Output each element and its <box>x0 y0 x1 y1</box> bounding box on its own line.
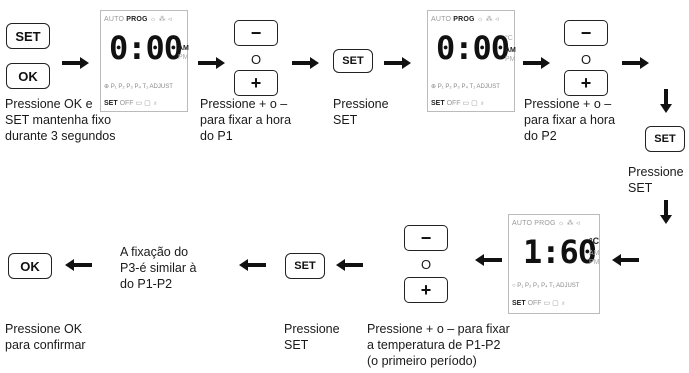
caption-step8: A fixação do P3-é similar à do P1-P2 <box>120 245 197 291</box>
or-label: O <box>580 52 592 67</box>
caption-step3: Pressione SET <box>333 97 389 127</box>
set-button-step1[interactable]: SET <box>6 23 50 49</box>
arrow-right-icon <box>384 57 411 69</box>
caption-step7: Pressione SET <box>284 322 340 352</box>
thermostat-display-p1: AUTO PROG ☼ ⁂ ◃ 0:00 AM PM ⊕ P₁ P₂ P₃ P₄… <box>100 10 189 112</box>
minus-button-p1[interactable]: − <box>234 20 278 46</box>
caption-step2: Pressione + o – para fixar a hora do P1 <box>200 97 292 143</box>
ok-button-step1[interactable]: OK <box>6 63 50 89</box>
display-bottom-row: SET OFF ▭ ▢ ♁ <box>104 100 158 107</box>
caption-step4: Pressione + o – para fixar a hora do P2 <box>524 97 616 143</box>
display-am: AM <box>178 45 189 52</box>
caption-step1: Pressione OK e SET mantenha fixo durante… <box>5 97 116 143</box>
display-bottom-row: SET OFF ▭ ▢ ♁ <box>431 100 485 107</box>
display-mode-row: AUTO PROG ☼ ⁂ ◃ <box>104 16 172 23</box>
caption-step6: Pressione + o – para fixar a temperatura… <box>367 322 510 368</box>
arrow-right-icon <box>62 57 89 69</box>
arrow-down-icon <box>660 200 672 224</box>
display-time: 0:00 <box>109 29 183 67</box>
thermostat-display-p2: AUTO PROG ☼ ⁂ ◃ 0:00 °C AM PM ⊕ P₁ P₂ P₃… <box>427 10 516 112</box>
minus-button-p2[interactable]: − <box>564 20 608 46</box>
display-mode-row: AUTO PROG ☼ ⁂ ◃ <box>431 16 499 23</box>
display-time: 0:00 <box>436 29 510 67</box>
display-pm: PM <box>178 54 189 61</box>
plus-button-p2[interactable]: + <box>564 70 608 96</box>
or-label: O <box>250 52 262 67</box>
thermostat-display-temperature: AUTO PROG ☼ ⁂ ◃ 1:60 °C AM PM ○ P₁ P₂ P₃… <box>508 214 600 314</box>
arrow-down-icon <box>660 89 672 113</box>
caption-step9: Pressione OK para confirmar <box>5 322 86 352</box>
arrow-left-icon <box>612 254 639 266</box>
arrow-left-icon <box>336 259 363 271</box>
arrow-right-icon <box>292 57 319 69</box>
arrow-right-icon <box>622 57 649 69</box>
set-button-step7[interactable]: SET <box>285 253 325 279</box>
display-pm: PM <box>589 259 600 266</box>
caption-step5: Pressione SET <box>628 165 684 195</box>
set-button-step3[interactable]: SET <box>333 49 373 73</box>
display-pm: PM <box>505 56 516 63</box>
display-period-row: ⊕ P₁ P₂ P₃ P₄ T₁ ADJUST <box>104 84 173 90</box>
set-button-step5[interactable]: SET <box>645 126 685 152</box>
plus-button-temperature[interactable]: + <box>404 277 448 303</box>
display-period-row: ○ P₁ P₂ P₃ P₄ T₁ ADJUST <box>512 283 580 289</box>
minus-button-temperature[interactable]: − <box>404 225 448 251</box>
arrow-left-icon <box>475 254 502 266</box>
arrow-right-icon <box>198 57 225 69</box>
or-label: O <box>420 257 432 272</box>
display-mode-row: AUTO PROG ☼ ⁂ ◃ <box>512 220 580 227</box>
display-bottom-row: SET OFF ▭ ▢ ♁ <box>512 300 566 307</box>
display-temperature: 1:60 <box>523 233 597 271</box>
display-period-row: ⊕ P₁ P₂ P₃ P₄ T₁ ADJUST <box>431 84 500 90</box>
ok-button-confirm[interactable]: OK <box>8 253 52 279</box>
display-am: AM <box>589 250 600 257</box>
arrow-right-icon <box>523 57 550 69</box>
arrow-left-icon <box>65 259 92 271</box>
arrow-left-icon <box>239 259 266 271</box>
plus-button-p1[interactable]: + <box>234 70 278 96</box>
display-celsius: °C <box>589 236 600 246</box>
display-am: AM <box>505 47 516 54</box>
display-celsius: °C <box>505 35 513 42</box>
